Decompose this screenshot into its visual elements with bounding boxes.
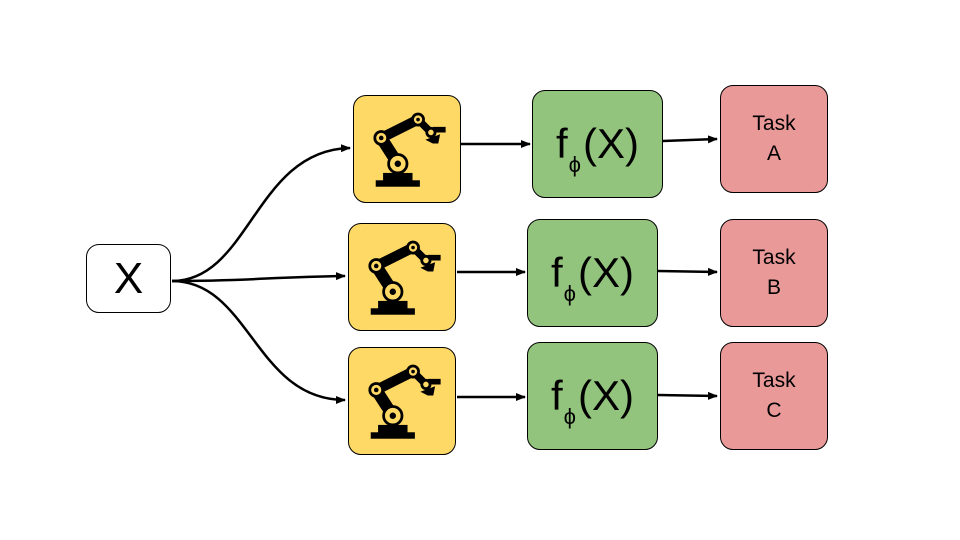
- function-node-a: fϕ(X): [532, 90, 663, 198]
- function-label: fϕ(X): [556, 120, 639, 177]
- function-node-c: fϕ(X): [527, 342, 658, 450]
- arrow-input-to-robot-a: [171, 144, 351, 283]
- robot-arm-icon: [373, 112, 446, 187]
- function-label: fϕ(X): [551, 372, 634, 429]
- arrow-input-to-robot-c: [171, 279, 346, 404]
- robot-arm-icon: [368, 364, 441, 439]
- arrow-function-a-to-task: [662, 135, 718, 144]
- robot-arm-icon: [368, 240, 441, 315]
- input-node: X: [86, 244, 171, 313]
- robot-node-c: [348, 347, 456, 455]
- arrow-function-c-to-task: [657, 391, 718, 400]
- robot-node-a: [353, 95, 461, 203]
- arrow-input-to-robot-b: [171, 272, 346, 283]
- function-node-b: fϕ(X): [527, 219, 658, 327]
- arrow-function-b-to-task: [657, 267, 718, 276]
- function-label: fϕ(X): [551, 249, 634, 306]
- robot-node-b: [348, 223, 456, 331]
- input-label: X: [113, 253, 144, 303]
